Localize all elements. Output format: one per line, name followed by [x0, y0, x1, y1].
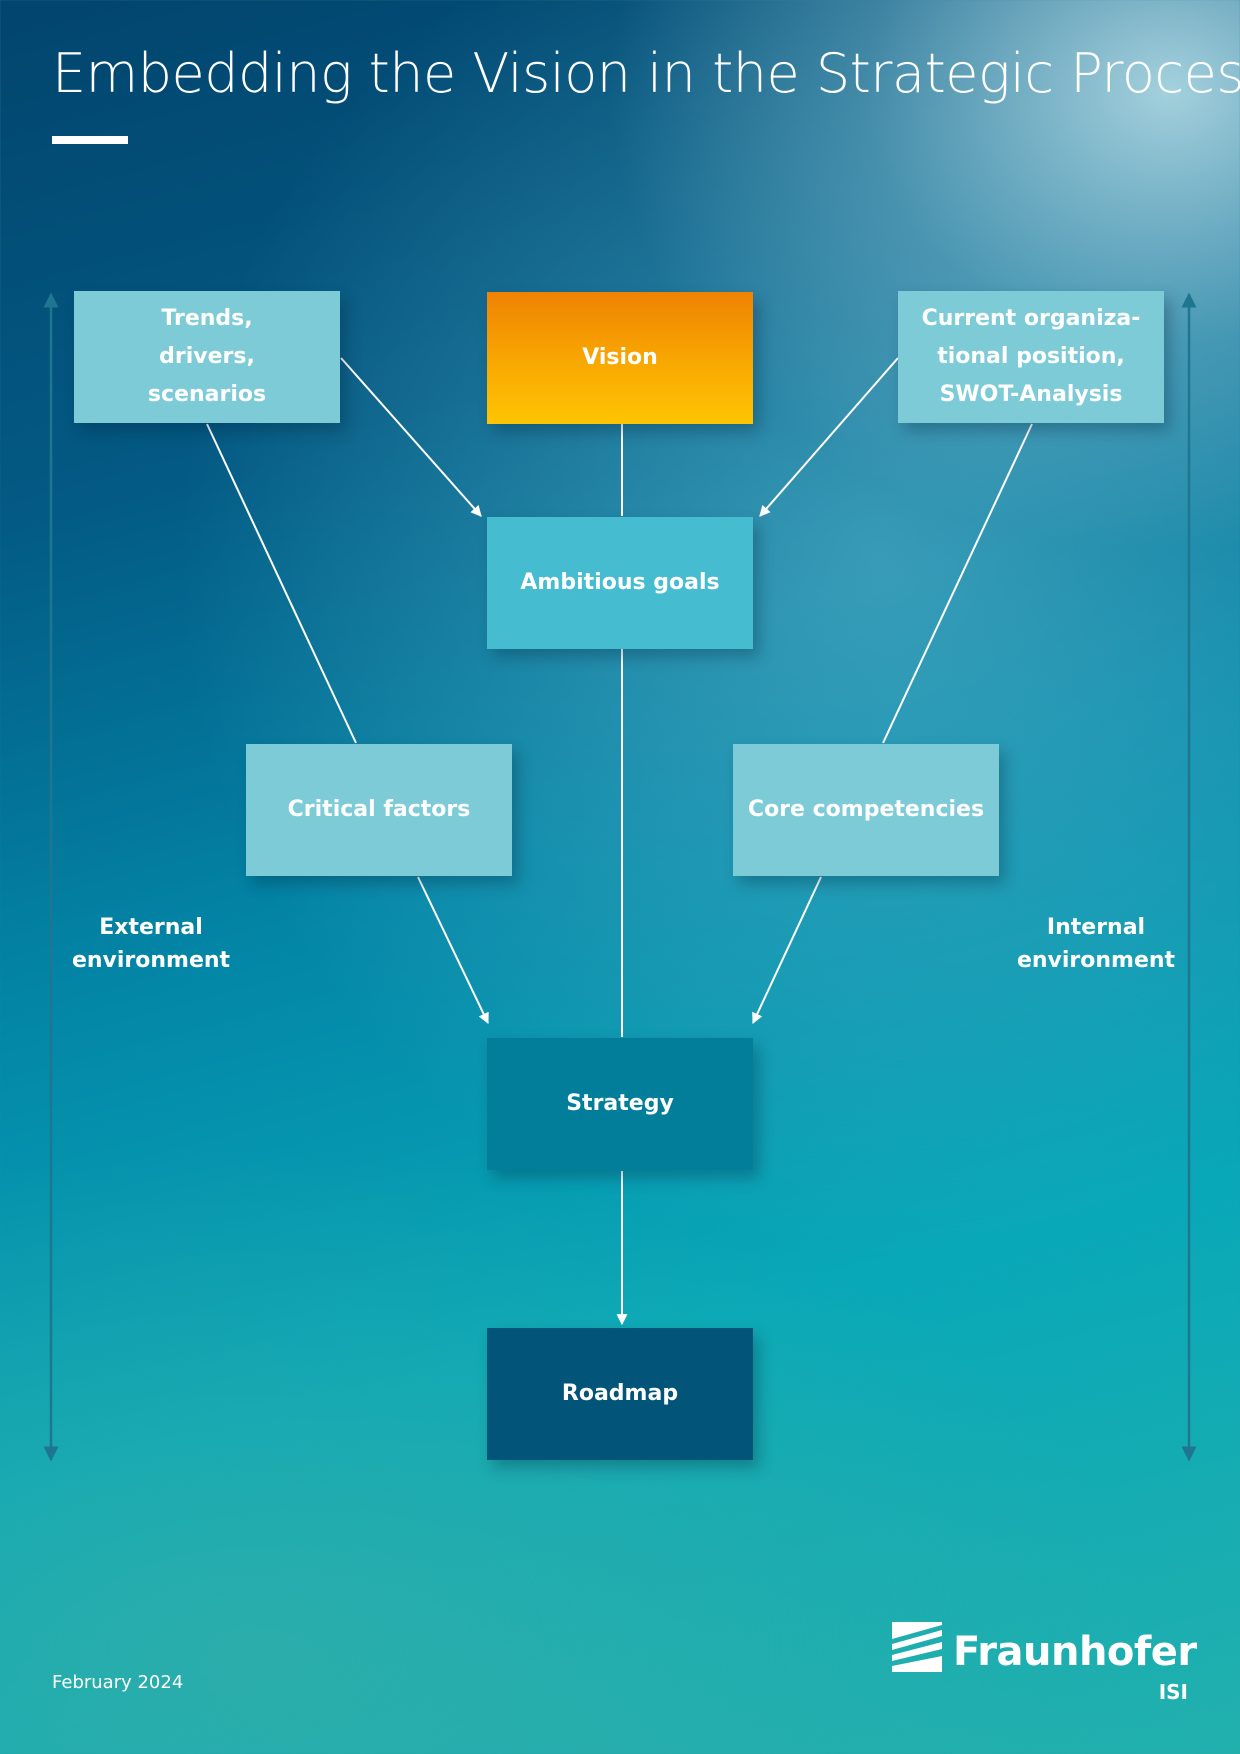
- logo-wordmark: Fraunhofer: [953, 1629, 1197, 1675]
- vision-label: Vision: [582, 345, 658, 370]
- connector-position-goals: [759, 357, 899, 517]
- external-environment-label: External environment: [71, 915, 231, 973]
- core-competencies-box: Core competencies: [733, 744, 999, 876]
- title-underline: [52, 136, 128, 144]
- connector-critical-strategy: [417, 876, 489, 1024]
- ambitious-goals-label: Ambitious goals: [520, 570, 720, 595]
- critical-factors-box: Critical factors: [246, 744, 512, 876]
- internal-environment-label: Internal environment: [1016, 915, 1176, 973]
- current-position-label: Current organiza- tional position, SWOT-…: [921, 306, 1141, 407]
- logo-subtitle: ISI: [1158, 1680, 1188, 1704]
- strategy-box: Strategy: [487, 1038, 753, 1170]
- fraunhofer-logo: Fraunhofer ISI: [892, 1622, 1197, 1704]
- page-title: Embedding the Vision in the Strategic Pr…: [52, 42, 1240, 105]
- roadmap-box: Roadmap: [487, 1328, 753, 1460]
- trends-box: Trends, drivers, scenarios: [74, 291, 340, 423]
- vision-box: Vision: [487, 292, 753, 424]
- footer-date: February 2024: [52, 1672, 184, 1693]
- connector-trends-critical: [206, 423, 357, 744]
- ambitious-goals-box: Ambitious goals: [487, 517, 753, 649]
- roadmap-label: Roadmap: [561, 1381, 679, 1406]
- connector-core-strategy: [752, 876, 822, 1024]
- current-position-box: Current organiza- tional position, SWOT-…: [898, 291, 1164, 423]
- connector-trends-goals: [340, 357, 482, 517]
- core-competencies-label: Core competencies: [747, 797, 985, 822]
- fraunhofer-logo-icon: [892, 1622, 942, 1672]
- strategy-label: Strategy: [566, 1091, 674, 1116]
- trends-label: Trends, drivers, scenarios: [147, 306, 267, 407]
- critical-factors-label: Critical factors: [287, 797, 471, 822]
- connector-position-core: [882, 423, 1033, 744]
